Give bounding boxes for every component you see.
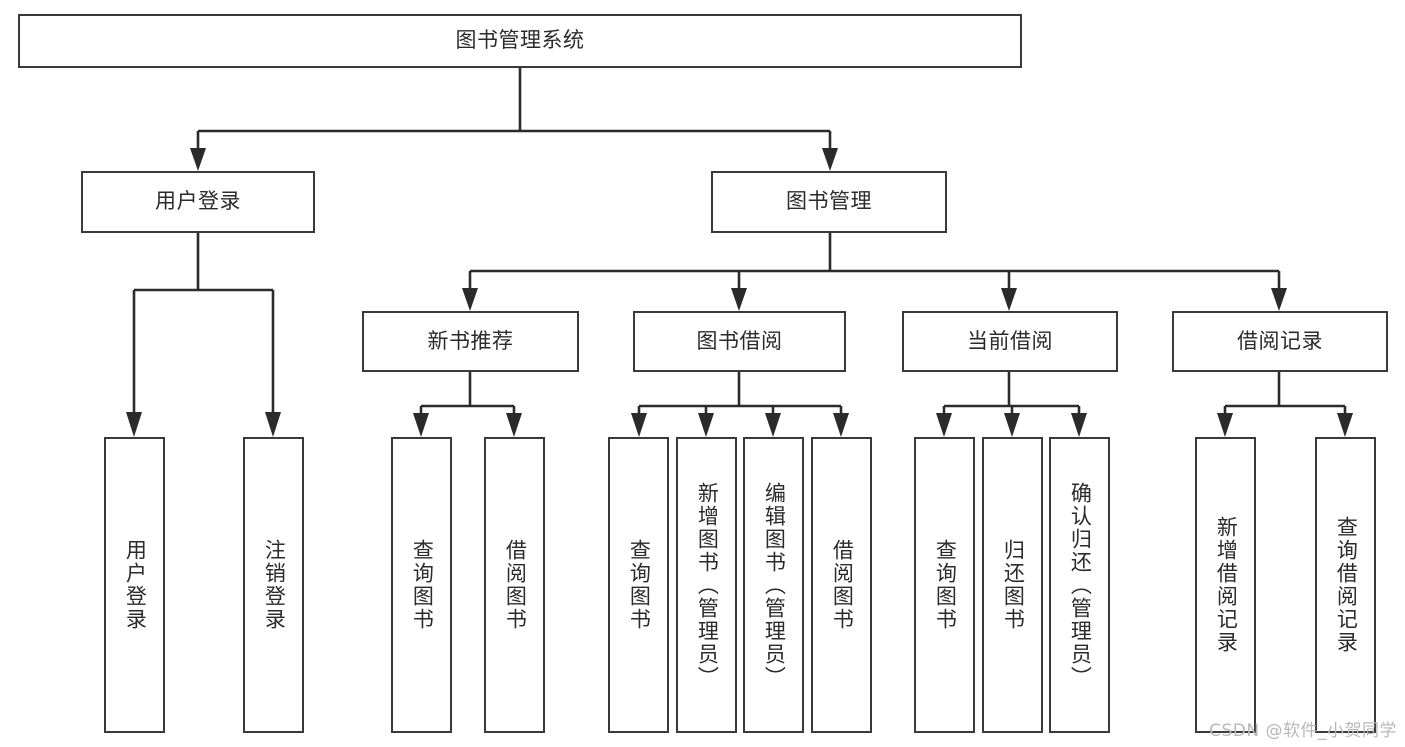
node-leaf-add-book-admin[interactable]: 新增图书（管理员） [676, 437, 737, 733]
node-leaf-user-login[interactable]: 用户登录 [104, 437, 165, 733]
node-book-borrow[interactable]: 图书借阅 [633, 311, 846, 372]
node-label: 用户登录 [123, 539, 148, 631]
node-user-login[interactable]: 用户登录 [81, 171, 315, 233]
node-leaf-query-borrow-record[interactable]: 查询借阅记录 [1315, 437, 1376, 733]
node-label: 新增图书（管理员） [695, 481, 720, 689]
node-leaf-return-book[interactable]: 归还图书 [982, 437, 1043, 733]
node-leaf-logout[interactable]: 注销登录 [243, 437, 304, 733]
node-label: 新书推荐 [427, 328, 514, 353]
node-label: 图书管理 [786, 189, 872, 214]
node-book-management[interactable]: 图书管理 [711, 171, 947, 233]
node-leaf-add-borrow-record[interactable]: 新增借阅记录 [1195, 437, 1256, 733]
node-label: 查询借阅记录 [1334, 516, 1359, 654]
node-label: 图书管理系统 [455, 28, 585, 53]
node-label: 查询图书 [933, 539, 958, 631]
node-label: 用户登录 [155, 189, 241, 214]
csdn-watermark: CSDN @软件_小贺同学 [1209, 721, 1397, 741]
node-label: 编辑图书（管理员） [762, 481, 787, 689]
node-label: 查询图书 [410, 539, 435, 631]
node-label: 借阅图书 [503, 539, 528, 631]
node-label: 确认归还（管理员） [1068, 481, 1093, 689]
node-leaf-edit-book-admin[interactable]: 编辑图书（管理员） [743, 437, 804, 733]
node-new-book-recommend[interactable]: 新书推荐 [362, 311, 579, 372]
node-leaf-query-book-current[interactable]: 查询图书 [914, 437, 975, 733]
node-label: 图书借阅 [696, 328, 783, 353]
node-leaf-query-book-recommend[interactable]: 查询图书 [391, 437, 452, 733]
node-label: 当前借阅 [967, 328, 1053, 353]
node-leaf-confirm-return-admin[interactable]: 确认归还（管理员） [1049, 437, 1110, 733]
node-leaf-borrow-book-recommend[interactable]: 借阅图书 [484, 437, 545, 733]
node-label: 注销登录 [262, 539, 287, 631]
node-current-borrow[interactable]: 当前借阅 [902, 311, 1118, 372]
node-label: 新增借阅记录 [1214, 516, 1239, 654]
node-label: 归还图书 [1001, 539, 1026, 631]
node-borrow-record[interactable]: 借阅记录 [1172, 311, 1388, 372]
node-root-book-management-system[interactable]: 图书管理系统 [18, 14, 1022, 68]
node-leaf-borrow-book[interactable]: 借阅图书 [811, 437, 872, 733]
node-leaf-query-book-borrow[interactable]: 查询图书 [608, 437, 669, 733]
node-label: 借阅图书 [830, 539, 855, 631]
node-label: 借阅记录 [1237, 328, 1323, 353]
node-label: 查询图书 [627, 539, 652, 631]
